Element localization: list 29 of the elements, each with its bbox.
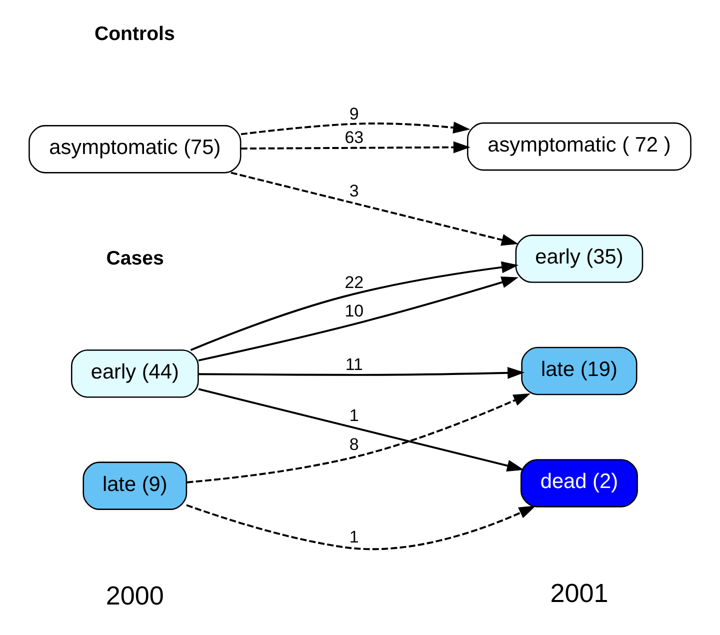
node-box: asymptomatic ( 72 ) — [467, 122, 692, 171]
node-box: late (9) — [82, 462, 188, 510]
arrow — [240, 122, 470, 136]
arrow — [198, 366, 525, 379]
edge-label: 1 — [349, 406, 359, 426]
arrow — [186, 393, 530, 484]
arrow — [190, 261, 519, 351]
arrow — [230, 172, 518, 246]
edge-label: 9 — [349, 104, 359, 124]
node-box: early (35) — [515, 234, 644, 283]
arrow — [186, 504, 536, 550]
label: Controls — [94, 23, 175, 46]
node-box: early (44) — [70, 349, 199, 398]
edge-label: 63 — [344, 128, 364, 148]
arrow — [240, 141, 470, 154]
label: 2001 — [550, 578, 608, 608]
label: Cases — [106, 248, 164, 270]
edge-label: 1 — [349, 527, 359, 546]
node-box: late (19) — [521, 346, 638, 396]
node-box: asymptomatic (75) — [28, 125, 242, 174]
arrow — [198, 276, 518, 362]
node-box: dead (2) — [520, 459, 638, 508]
edge-label: 3 — [349, 182, 359, 201]
edge-label: 11 — [345, 355, 363, 374]
label: 2000 — [106, 580, 164, 611]
edge-label: 10 — [344, 302, 364, 321]
edge-label: 22 — [344, 273, 364, 292]
edge-label: 8 — [349, 434, 359, 454]
arrow — [198, 388, 524, 472]
